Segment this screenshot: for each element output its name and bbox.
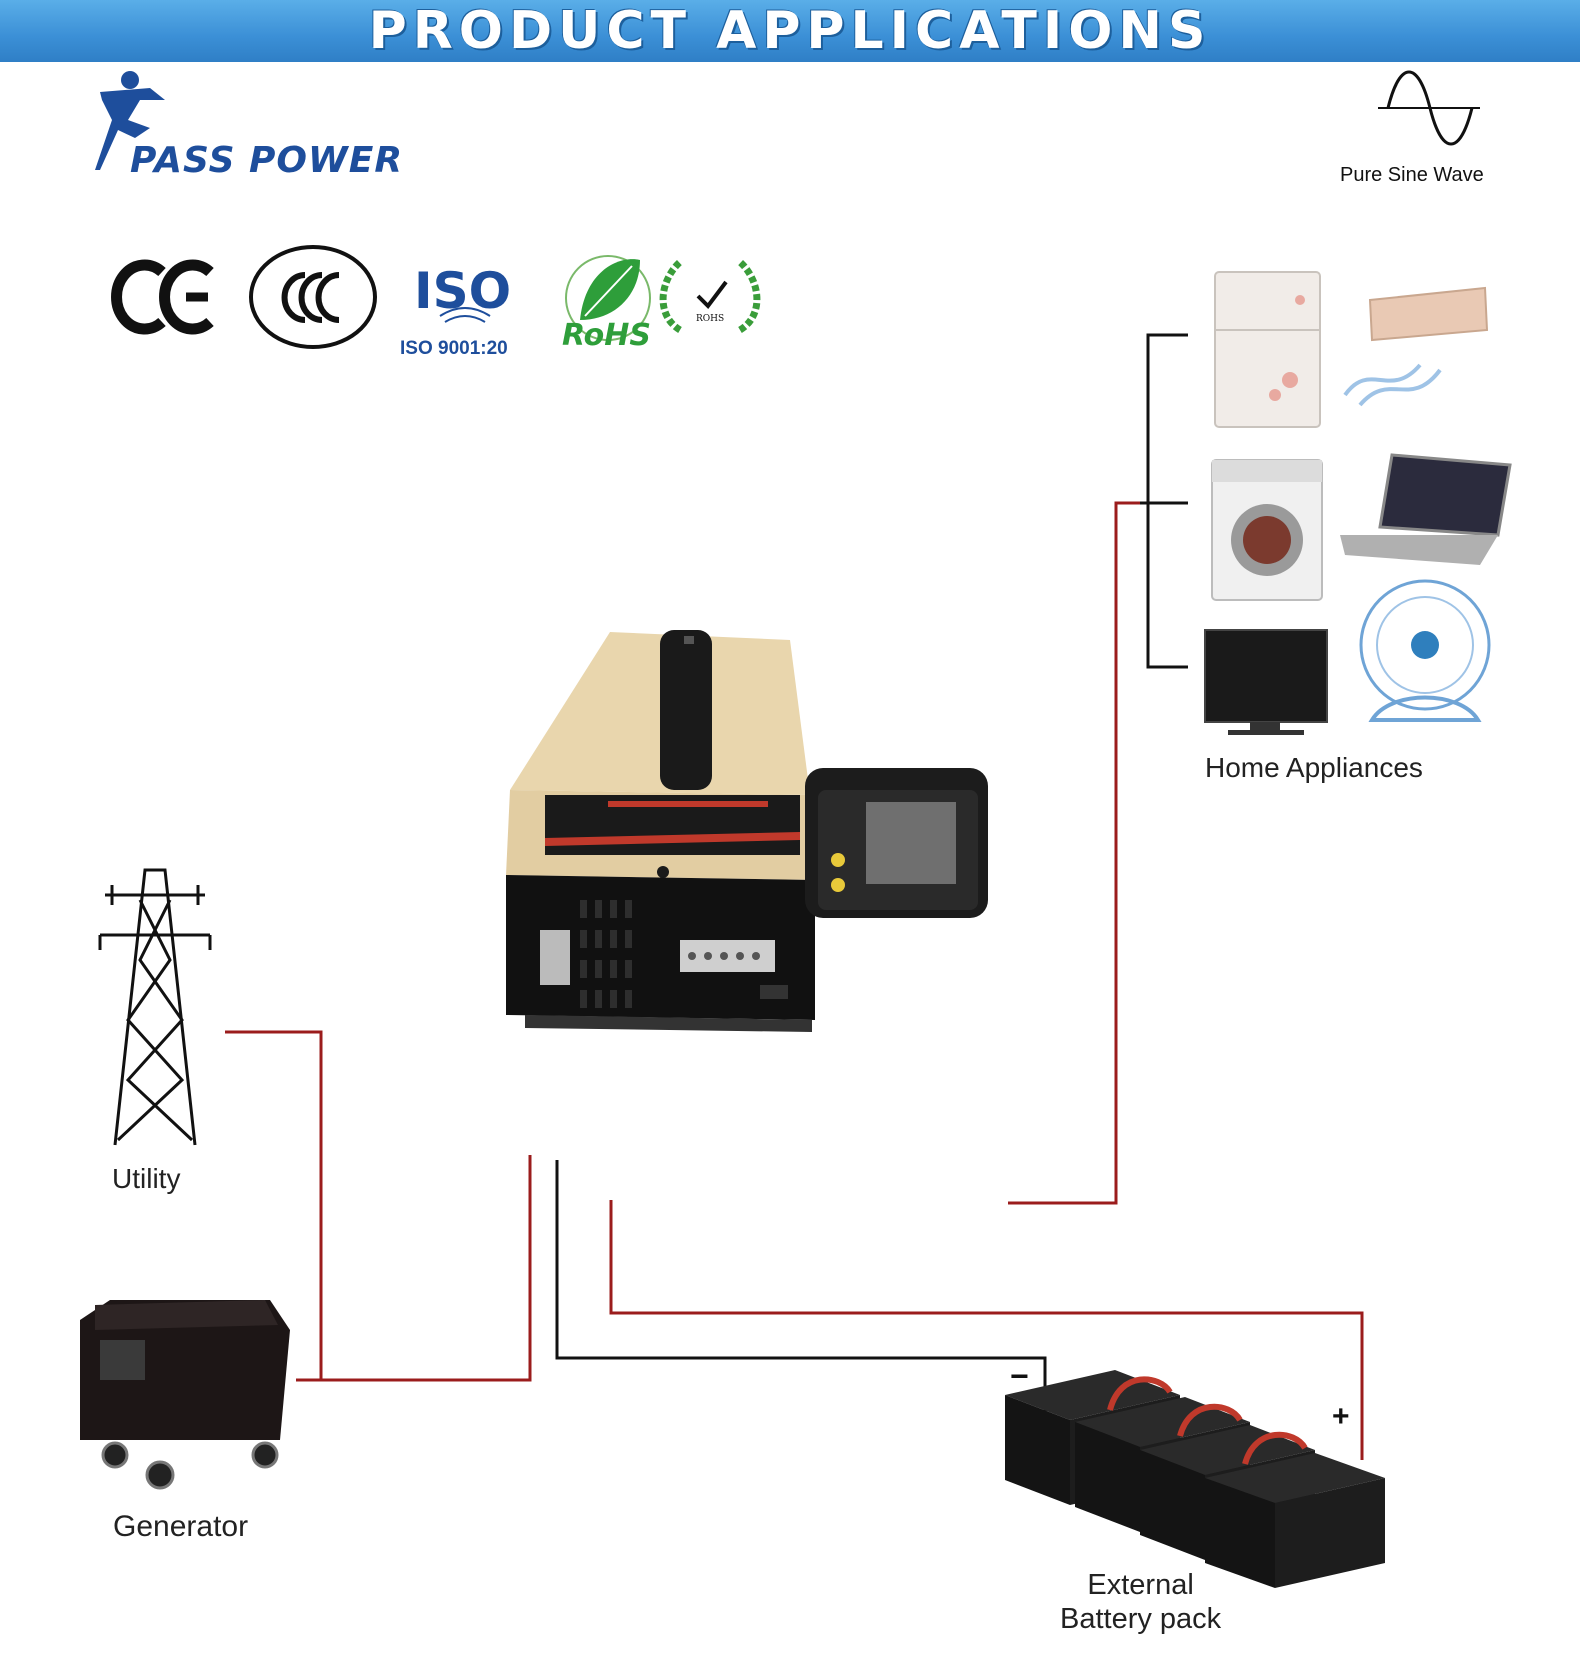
battery-negative-terminal: − (1010, 1358, 1029, 1394)
battery-label-line1: External (1087, 1569, 1194, 1601)
power-tower-icon (98, 868, 212, 1146)
home-appliances-label: Home Appliances (1205, 752, 1423, 783)
dc-negative-wire (555, 1160, 1047, 1418)
ce-mark-icon (111, 259, 214, 335)
battery-label-line2: Battery pack (1060, 1603, 1222, 1635)
ac-input-generator-wire (321, 1155, 532, 1382)
fan-icon (1359, 579, 1491, 722)
inverter-charger-icon (506, 630, 988, 1032)
utility-label: Utility (112, 1163, 181, 1194)
rohs-wreath-label: ROHS (696, 314, 725, 324)
rohs-wreath-icon (659, 259, 761, 333)
pure-sine-wave-label: Pure Sine Wave (1340, 164, 1484, 186)
laptop-icon (1340, 453, 1512, 565)
iso-logo-icon: ISO (414, 262, 511, 323)
ac-output-wire (1008, 501, 1140, 1205)
pass-power-logo-icon (95, 71, 165, 170)
svg-text:ISO: ISO (414, 262, 511, 320)
battery-pack-icon (1005, 1370, 1385, 1588)
brand-name: PASS POWER (130, 140, 404, 181)
iso-label: ISO 9001:20 (400, 338, 508, 359)
dc-positive-wire (609, 1200, 1364, 1460)
generator-label: Generator (113, 1510, 249, 1543)
battery-pack-label: External Battery pack (1060, 1568, 1221, 1636)
generator-icon (80, 1300, 290, 1490)
rohs-leaf-icon (565, 255, 651, 341)
page-title: PRODUCT APPLICATIONS (368, 1, 1212, 61)
air-conditioner-icon (1343, 286, 1489, 407)
sine-wave-icon (1378, 70, 1480, 146)
refrigerator-icon (1214, 271, 1321, 428)
rohs-label: RoHS (562, 318, 651, 353)
washing-machine-icon (1211, 459, 1323, 601)
appliance-bracket (1140, 333, 1188, 669)
battery-positive-terminal: + (1332, 1400, 1350, 1433)
ac-input-utility-wire (225, 1030, 323, 1382)
header-banner (0, 0, 1580, 62)
ccc-mark-icon (249, 245, 377, 349)
television-icon (1204, 629, 1328, 735)
